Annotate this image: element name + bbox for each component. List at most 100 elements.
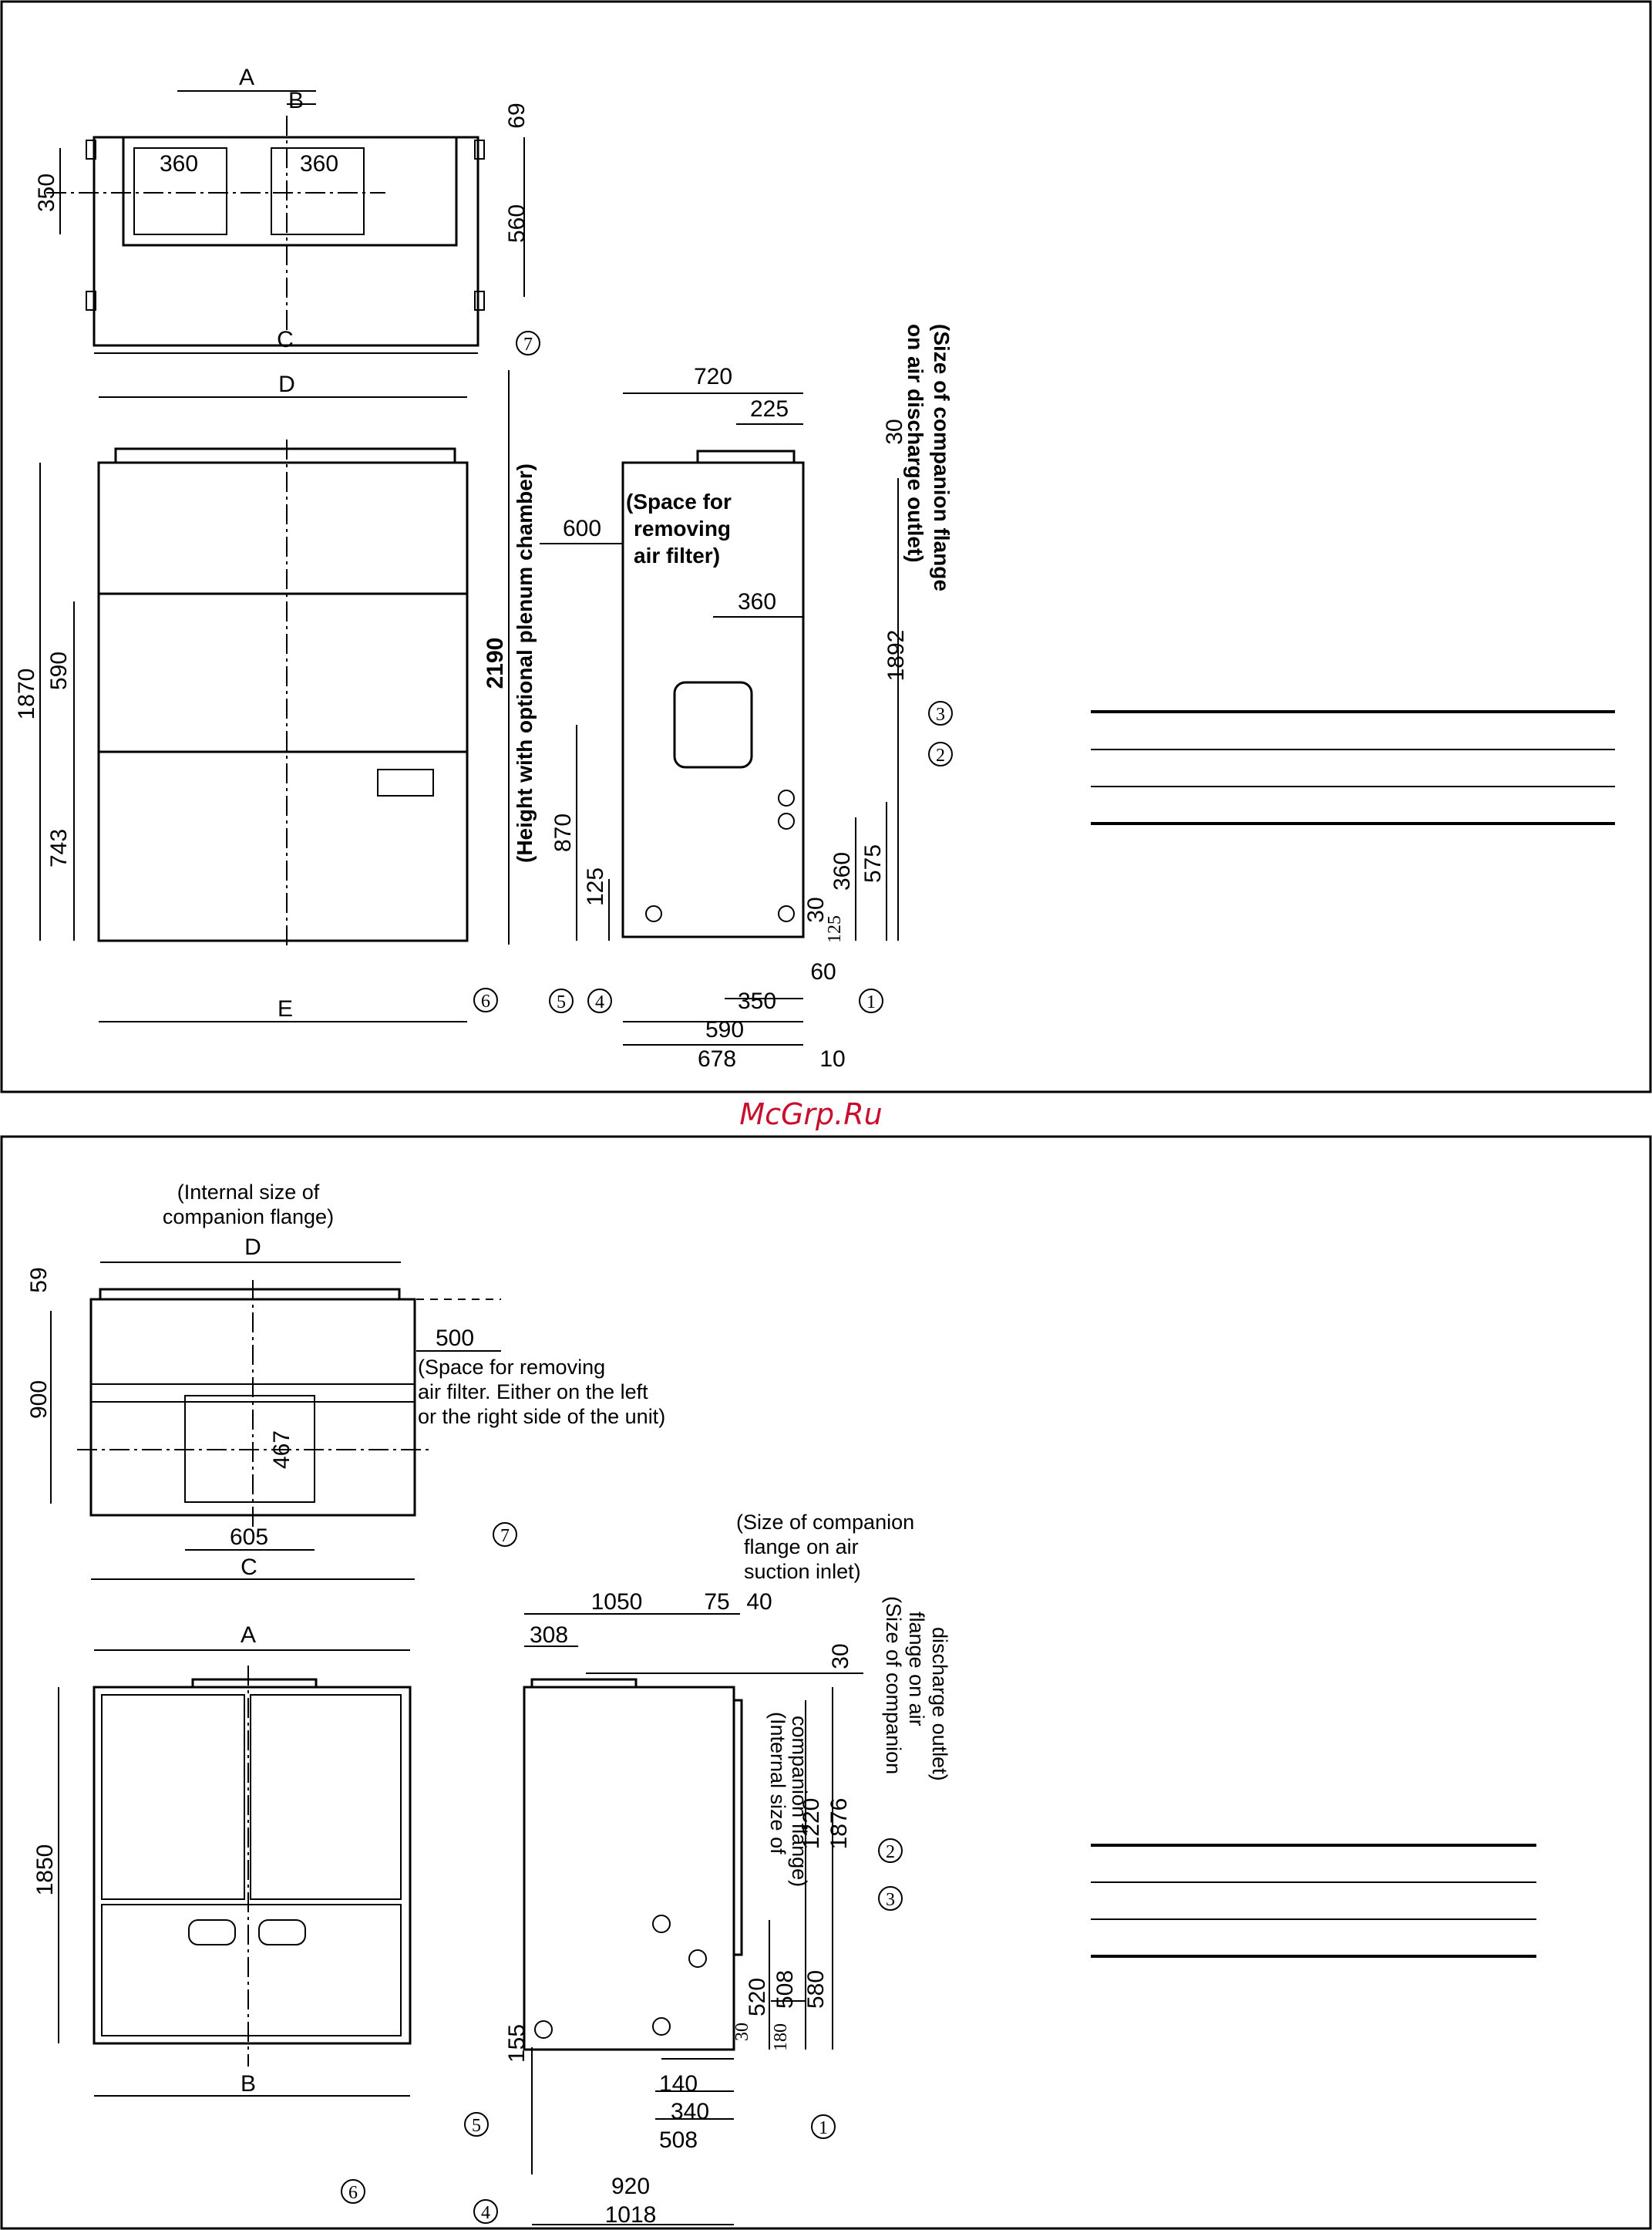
callout-2-2-label: 2 [886, 1842, 895, 1862]
side-view-outline-2 [523, 1686, 735, 2051]
dim-label-b: B [288, 88, 304, 113]
top-view-flange-2 [99, 1288, 401, 1301]
pipe-port [652, 1915, 671, 1933]
pipe-port [778, 905, 795, 922]
front-view-outline-2 [93, 1686, 412, 2045]
bolt [474, 140, 485, 160]
top-view-flange [122, 136, 458, 247]
discharge-note-1: (Size of companion [882, 1596, 905, 1774]
dim-360-side: 360 [738, 589, 776, 615]
plenum-note: (Height with optional plenum chamber) [513, 463, 537, 863]
dim-label-e: E [278, 996, 293, 1022]
dim-560: 560 [504, 204, 530, 243]
pipe-port [652, 2017, 671, 2036]
pipe-port [534, 2020, 553, 2039]
panel2-side-view: (Size of companion flange on air suction… [464, 1511, 951, 2228]
flange-opening-left [133, 147, 227, 235]
callout-6 [473, 988, 498, 1012]
pipe-port [688, 1949, 707, 1968]
internal-note-1: (Internal size of [766, 1712, 789, 1854]
dim-720: 720 [694, 364, 732, 389]
dim-40: 40 [746, 1589, 772, 1615]
handle-right [258, 1919, 306, 1945]
front-door-right [250, 1694, 402, 1900]
dim-350: 350 [34, 173, 59, 212]
discharge-flange-side [530, 1678, 638, 1689]
dim-508: 508 [659, 2127, 698, 2153]
suction-note-2: flange on air [744, 1535, 859, 1558]
handle-left [188, 1919, 236, 1945]
side-view-flange [696, 450, 796, 464]
flange-note-1: (Size of companion flange [930, 324, 954, 591]
suction-flange-side [732, 1699, 743, 1956]
pipe-port [778, 790, 795, 807]
dim-125-small: 125 [825, 915, 845, 943]
callout-1 [859, 989, 883, 1013]
dim-1876: 1876 [826, 1798, 852, 1850]
control-panel [377, 769, 434, 797]
callout-2-2 [878, 1838, 903, 1863]
dim-label-b-2: B [241, 2071, 256, 2097]
dim-label-d-2: D [244, 1235, 261, 1260]
dim-75: 75 [704, 1589, 729, 1615]
filter-note-1: (Space for [626, 490, 732, 514]
callout-5-2 [464, 2112, 489, 2137]
dim-743: 743 [46, 829, 72, 867]
callout-4-2-label: 4 [481, 2203, 490, 2223]
panel2-front-view: A 1850 B 6 [32, 1622, 412, 2204]
front-view-flange-2 [191, 1678, 318, 1689]
pipe-port [778, 813, 795, 830]
panel1-frame [0, 0, 1652, 1093]
dim-30-low-2: 30 [732, 2023, 752, 2041]
internal-note-2: companion flange) [788, 1716, 811, 1887]
callout-2 [928, 742, 953, 766]
callout-1-2 [811, 2114, 836, 2139]
dim-1892: 1892 [883, 630, 909, 682]
dim-1870: 1870 [14, 669, 39, 720]
callout-4-2 [473, 2199, 498, 2224]
callout-5-2-label: 5 [472, 2116, 481, 2136]
dim-920: 920 [611, 2174, 650, 2199]
callout-7-label: 7 [523, 335, 533, 355]
dim-590-side: 590 [705, 1017, 744, 1043]
dim-500: 500 [436, 1326, 474, 1351]
callout-7-2 [493, 1522, 517, 1547]
dim-900: 900 [26, 1380, 52, 1419]
callout-1-2-label: 1 [819, 2118, 828, 2138]
dim-1850: 1850 [32, 1844, 58, 1896]
filter-note-2: removing [634, 517, 731, 541]
panel1-front-view: D E 1870 590 743 2190 (Height with optio… [14, 370, 537, 1022]
dim-label-a-2: A [241, 1622, 256, 1648]
dim-2190: 2190 [483, 638, 508, 689]
dim-600: 600 [563, 516, 601, 541]
dim-575: 575 [860, 844, 886, 883]
callout-3-label: 3 [936, 705, 945, 725]
internal-flange-note-2: companion flange) [163, 1205, 334, 1228]
dim-30-top: 30 [882, 419, 907, 444]
dim-label-c-2: C [241, 1555, 257, 1580]
dim-10: 10 [819, 1046, 845, 1072]
callout-2-label: 2 [936, 746, 945, 766]
dim-580: 580 [803, 1970, 829, 2009]
panel1-top-view: A B 360 360 350 69 560 C 7 [34, 65, 540, 355]
callout-6-label: 6 [481, 992, 490, 1012]
dim-69: 69 [504, 103, 530, 128]
panel2-frame [0, 1135, 1652, 2230]
dim-360-left: 360 [160, 151, 198, 177]
front-lower-panel [101, 1904, 402, 2036]
dim-140: 140 [659, 2071, 698, 2097]
panel2-top-view: (Internal size of companion flange) D 59… [26, 1181, 665, 1580]
suction-note-3: suction inlet) [744, 1560, 861, 1583]
suction-note-1: (Size of companion [736, 1511, 914, 1534]
flange-opening-right [271, 147, 365, 235]
callout-3-2-label: 3 [886, 1890, 895, 1910]
panel1-side-view: 720 225 30 600 (Space for removing air f… [540, 324, 954, 1072]
dim-1018: 1018 [605, 2202, 657, 2228]
front-view-outline [97, 461, 469, 942]
dim-360-right: 360 [300, 151, 338, 177]
dim-225: 225 [750, 396, 789, 422]
dim-60: 60 [810, 959, 836, 985]
callout-3 [928, 701, 953, 726]
dim-label-d: D [278, 372, 295, 397]
dim-125: 125 [583, 867, 608, 906]
